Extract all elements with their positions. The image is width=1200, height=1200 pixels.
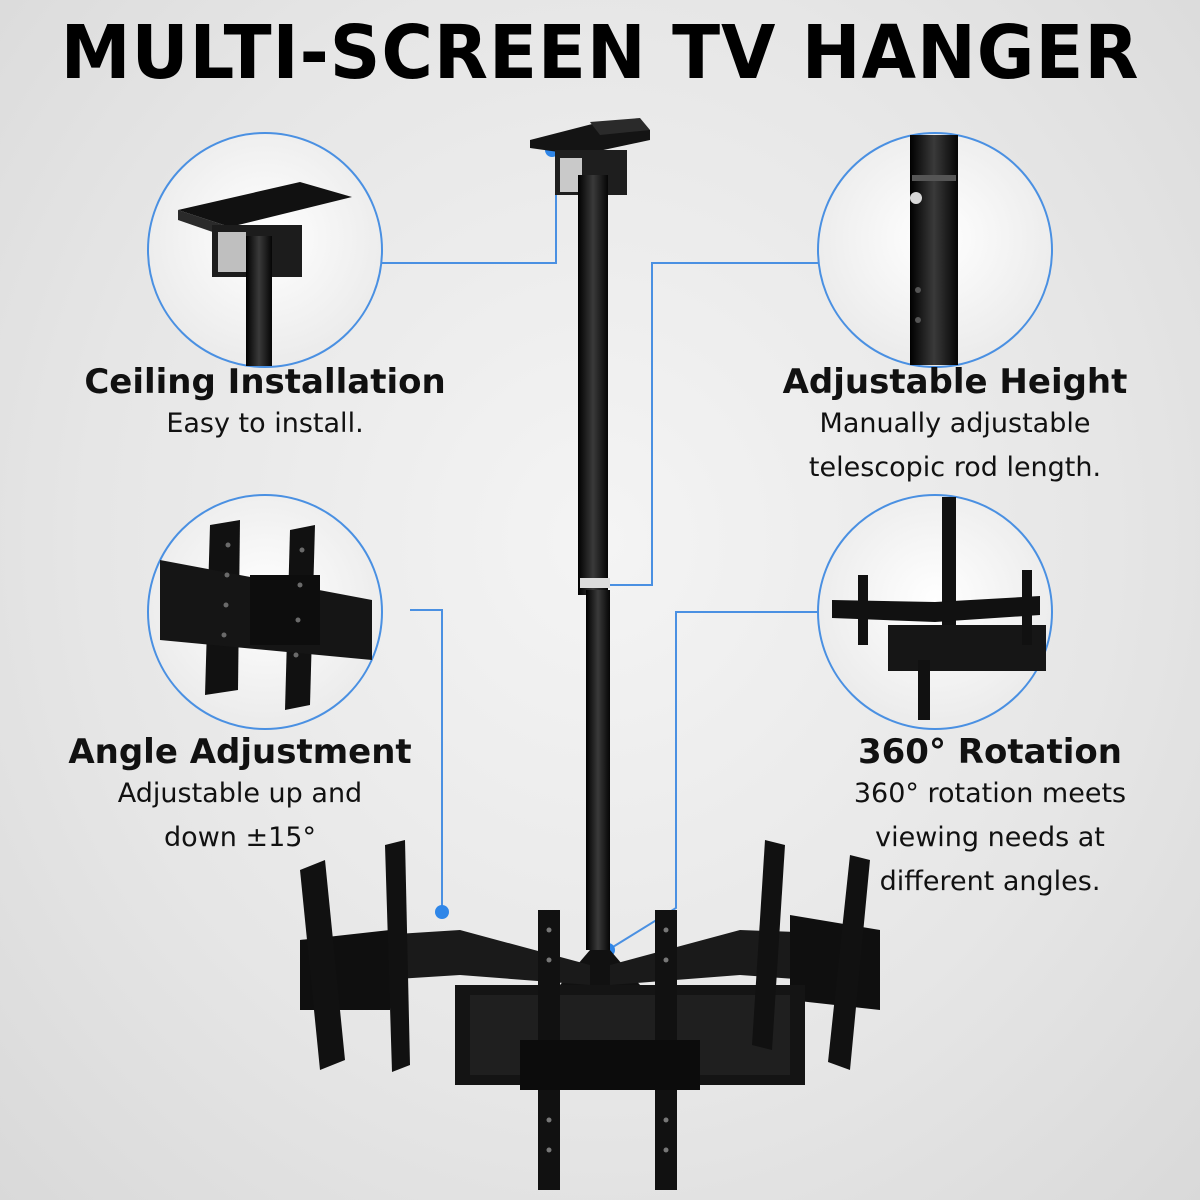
feature-description: telescopic rod length. xyxy=(808,452,1102,483)
feature-heading: 360° Rotation xyxy=(857,732,1122,772)
feature-heading: Adjustable Height xyxy=(782,362,1128,402)
feature-description: different angles. xyxy=(879,866,1101,897)
feature-ceiling-installation: Ceiling Installation Easy to install. xyxy=(60,362,470,446)
feature-description: Easy to install. xyxy=(166,408,364,439)
feature-description: viewing needs at xyxy=(875,822,1105,853)
feature-adjustable-height: Adjustable Height Manually adjustable te… xyxy=(760,362,1150,490)
feature-description: 360° rotation meets xyxy=(853,778,1127,809)
feature-360-rotation: 360° Rotation 360° rotation meets viewin… xyxy=(790,732,1190,904)
feature-description: Adjustable up and xyxy=(117,778,363,809)
angle-detail-circle xyxy=(147,494,383,730)
feature-heading: Angle Adjustment xyxy=(68,732,412,772)
main-product xyxy=(300,118,880,1190)
feature-angle-adjustment: Angle Adjustment Adjustable up and down … xyxy=(40,732,440,860)
feature-heading: Ceiling Installation xyxy=(84,362,446,402)
rotation-detail-circle xyxy=(817,494,1053,730)
ceiling-detail-circle xyxy=(147,132,383,368)
page-title: MULTI-SCREEN TV HANGER xyxy=(60,10,1140,96)
height-detail-circle xyxy=(817,132,1053,368)
callout-lines xyxy=(380,149,832,951)
feature-description: down ±15° xyxy=(164,822,316,853)
feature-description: Manually adjustable xyxy=(819,408,1091,439)
